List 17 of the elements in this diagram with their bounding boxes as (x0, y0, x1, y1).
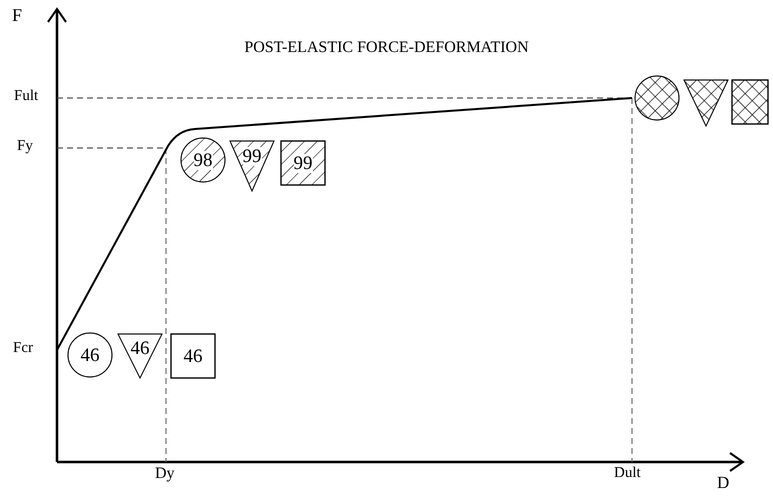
circle-symbol (634, 75, 680, 121)
axis-tick-label: Fult (14, 89, 38, 104)
axis-tick-label: Dy (155, 466, 175, 482)
square-symbol: 46 (170, 333, 216, 379)
circle-symbol: 98 (180, 137, 226, 183)
square-symbol: 99 (280, 140, 326, 186)
triangle-symbol: 46 (117, 333, 163, 379)
circle-symbol: 46 (67, 332, 113, 378)
square-symbol (731, 79, 769, 125)
chart-title: POST-ELASTIC FORCE-DEFORMATION (243, 40, 530, 56)
axis-label: D (717, 474, 730, 491)
triangle-symbol (683, 79, 729, 127)
axis-tick-label: Fy (17, 139, 33, 154)
triangle-symbol: 99 (229, 140, 275, 192)
axis-tick-label: Fcr (13, 341, 33, 356)
axis-tick-label: Dult (614, 466, 641, 481)
axis-label: F (12, 6, 22, 24)
